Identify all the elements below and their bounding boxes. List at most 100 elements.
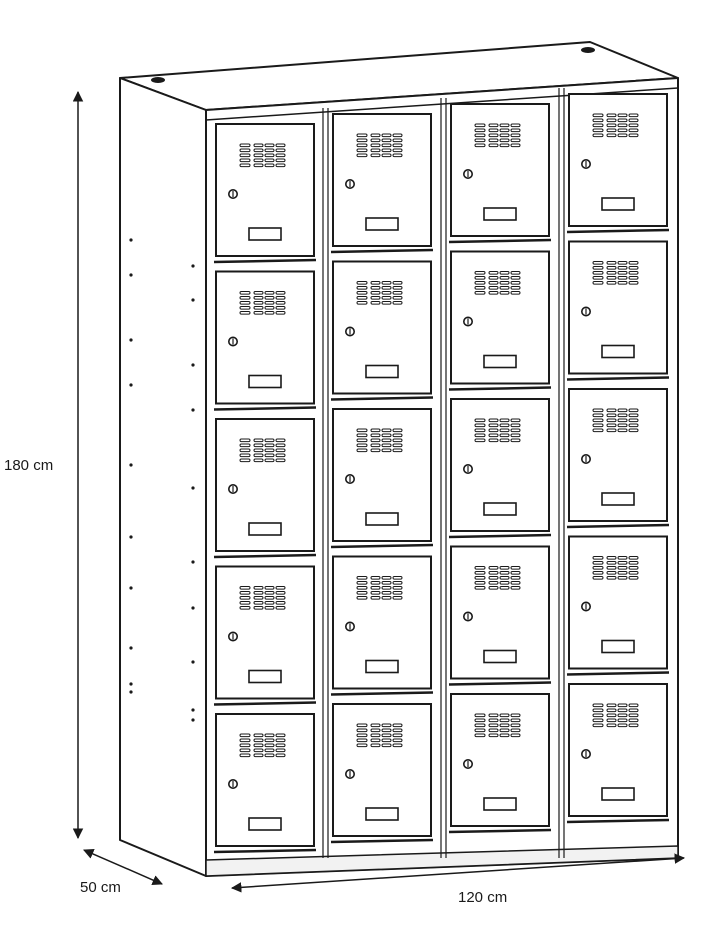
vent-slot xyxy=(488,586,499,590)
vent-slot xyxy=(510,581,521,585)
locker-door[interactable] xyxy=(448,398,552,539)
vent-slot xyxy=(253,291,264,295)
locker-door[interactable] xyxy=(213,270,317,411)
vent-slot xyxy=(275,291,286,295)
name-plate xyxy=(248,669,282,684)
vent-slot xyxy=(264,301,275,305)
locker-door[interactable] xyxy=(448,250,552,391)
vent-slot xyxy=(628,266,639,270)
vent-slots xyxy=(356,576,403,600)
locker-door[interactable] xyxy=(213,418,317,559)
vent-slot xyxy=(264,291,275,295)
vent-slot xyxy=(488,733,499,738)
vent-slot xyxy=(381,301,392,305)
locker-door[interactable] xyxy=(566,240,670,381)
vent-slot xyxy=(264,163,275,168)
locker-door[interactable] xyxy=(330,703,434,844)
locker-door[interactable] xyxy=(566,388,670,529)
vent-slot xyxy=(275,296,286,300)
vent-slot xyxy=(510,128,521,133)
vent-slot xyxy=(356,743,368,748)
vent-slot xyxy=(606,276,617,280)
vent-slot xyxy=(628,123,639,128)
locker-door[interactable] xyxy=(448,103,552,244)
locker-door[interactable] xyxy=(330,555,434,696)
vent-slot xyxy=(606,133,617,138)
mounting-dot xyxy=(129,273,133,277)
door-gap xyxy=(448,386,552,391)
vent-slot xyxy=(510,433,521,438)
vent-slot xyxy=(253,596,264,600)
cabinet-shell xyxy=(119,41,679,877)
vent-slot xyxy=(381,586,392,590)
mounting-dot xyxy=(191,660,195,664)
mounting-dot xyxy=(191,718,195,722)
vent-slots xyxy=(356,428,403,453)
vent-slot xyxy=(275,443,286,448)
vent-slot xyxy=(356,433,368,438)
locker-door[interactable] xyxy=(448,545,552,686)
dimension-lines xyxy=(72,90,686,893)
vent-slot xyxy=(488,423,499,428)
door-gap xyxy=(213,406,317,411)
vent-slot xyxy=(264,601,275,605)
vent-slot xyxy=(275,163,286,168)
vent-slot xyxy=(592,133,604,138)
mounting-dot xyxy=(129,586,133,590)
locker-door[interactable] xyxy=(213,713,317,854)
vent-slot xyxy=(617,281,628,285)
vent-slot xyxy=(628,133,639,138)
mounting-dot xyxy=(191,363,195,367)
vent-slots xyxy=(474,123,521,148)
locker-door[interactable] xyxy=(566,683,670,824)
vent-slot xyxy=(239,143,251,148)
vent-slot xyxy=(381,148,392,153)
vent-slot xyxy=(499,123,510,128)
vent-slot xyxy=(239,301,251,305)
locker-door[interactable] xyxy=(566,93,670,234)
vent-slot xyxy=(264,448,275,453)
vent-slot xyxy=(488,291,499,295)
vent-slot xyxy=(617,113,628,118)
vent-slot xyxy=(370,433,381,438)
vent-slot xyxy=(510,428,521,433)
vent-slot xyxy=(370,138,381,143)
locker-door[interactable] xyxy=(213,565,317,706)
door-gap xyxy=(566,376,670,381)
name-plate xyxy=(365,807,399,821)
vent-slot xyxy=(617,428,628,433)
vent-slot xyxy=(356,286,368,290)
vent-slot xyxy=(392,286,403,290)
name-plate xyxy=(248,817,282,831)
vent-slot xyxy=(381,291,392,295)
vent-slot xyxy=(239,458,251,463)
door-gap xyxy=(330,543,434,549)
vent-slot xyxy=(239,296,251,300)
vent-slot xyxy=(253,148,264,153)
locker-door[interactable] xyxy=(448,693,552,834)
vent-slot xyxy=(499,276,510,280)
vent-slot xyxy=(510,418,521,423)
vent-slot xyxy=(617,571,628,575)
vent-slot xyxy=(392,596,403,600)
locker-door[interactable] xyxy=(330,408,434,549)
locker-door[interactable] xyxy=(330,113,434,254)
vent-slot xyxy=(592,423,604,428)
vent-slot xyxy=(239,591,251,595)
vent-slots xyxy=(474,271,521,295)
vent-slot xyxy=(617,408,628,413)
vent-slot xyxy=(474,276,486,280)
locker-door[interactable] xyxy=(330,260,434,401)
vent-slot xyxy=(617,708,628,713)
door-gap xyxy=(448,533,552,539)
vent-slot xyxy=(488,576,499,580)
vent-slot xyxy=(392,733,403,738)
vent-slot xyxy=(474,566,486,570)
vent-slot xyxy=(488,718,499,723)
locker-door[interactable] xyxy=(213,123,317,264)
locker-door[interactable] xyxy=(566,535,670,676)
vent-slot xyxy=(253,311,264,315)
vent-slot xyxy=(264,738,275,743)
vent-slot xyxy=(474,291,486,295)
